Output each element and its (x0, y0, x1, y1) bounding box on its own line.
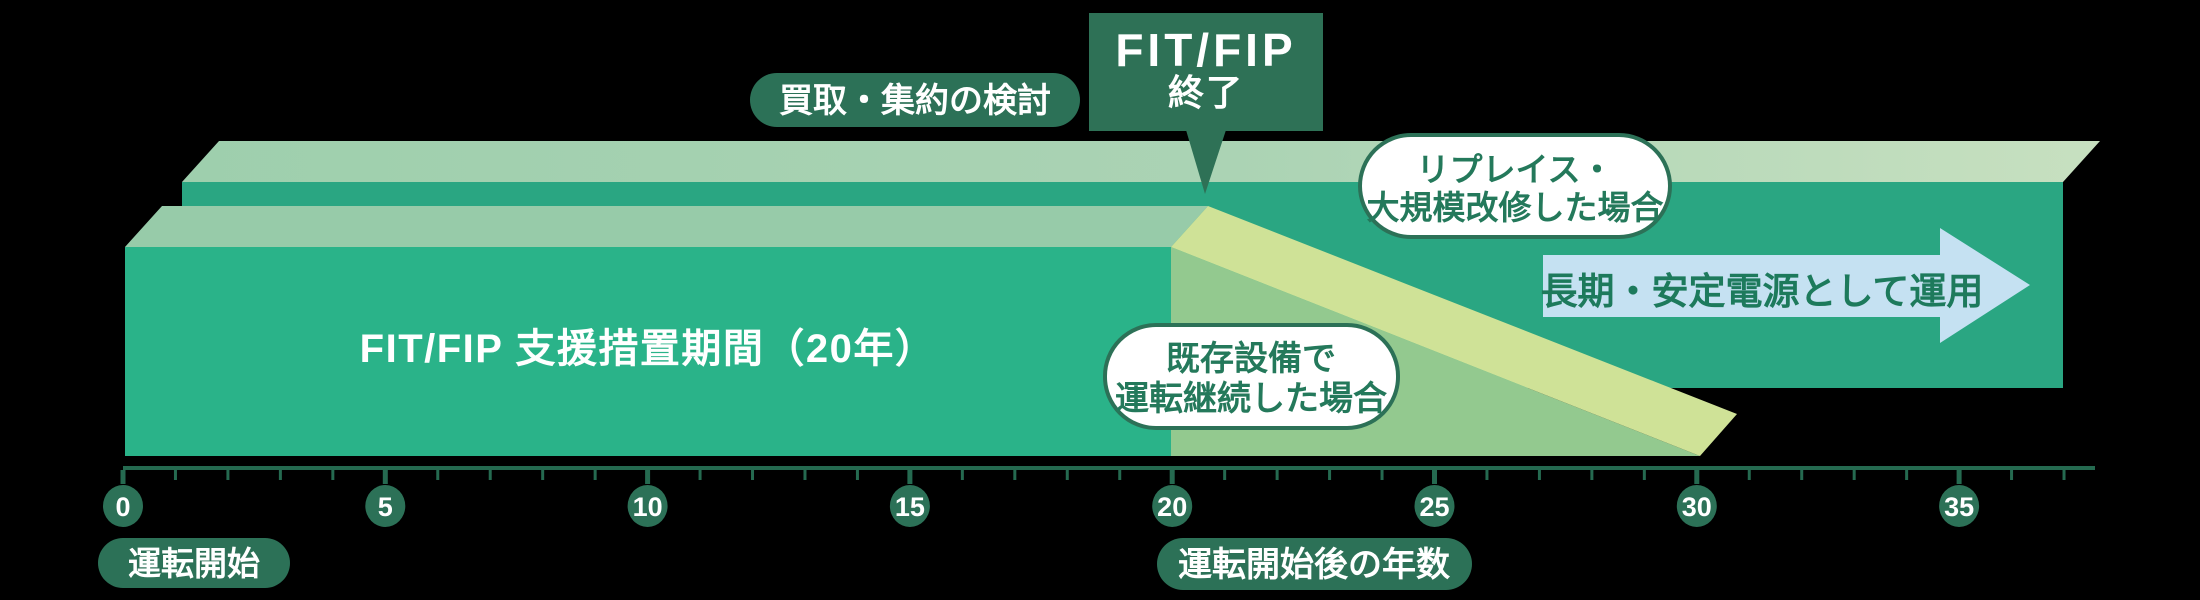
axis-year-bubble-35 (1939, 485, 1980, 527)
longterm-arrow (1543, 228, 2030, 343)
axis-year-label-10: 10 (633, 492, 663, 522)
fit-end-line2: 終了 (1168, 72, 1244, 113)
front-bar-front-face (125, 247, 1171, 456)
axis-year-bubble-20 (1152, 485, 1193, 527)
existing-pill-line1: 既存設備で (1166, 340, 1336, 378)
axis-year-bubble-25 (1414, 485, 1455, 527)
axis-pill (1157, 538, 1472, 590)
consider-pill (750, 73, 1080, 127)
start-pill-label: 運転開始 (128, 545, 260, 582)
support-bar-label: FIT/FIP 支援措置期間（20年） (360, 327, 937, 371)
axis-ticks (120, 470, 2066, 484)
fit-end-box (1089, 13, 1323, 131)
replace-pill-line2: 大規模改修した場合 (1367, 189, 1664, 226)
consider-pill-label: 買取・集約の検討 (779, 82, 1051, 120)
back-bar-top-face (182, 141, 2100, 182)
axis-pill-label: 運転開始後の年数 (1178, 546, 1450, 584)
axis-year-label-30: 30 (1682, 492, 1712, 522)
replace-pill (1358, 133, 1672, 239)
axis-year-label-25: 25 (1419, 492, 1449, 522)
replace-pill-line1: リプレイス・ (1416, 151, 1613, 188)
existing-pill (1103, 323, 1400, 430)
axis-year-bubble-5 (365, 485, 406, 527)
axis-year-bubble-30 (1676, 485, 1717, 527)
axis-year-label-15: 15 (895, 492, 925, 522)
axis-year-label-5: 5 (378, 492, 393, 522)
fit-end-pointer (1186, 130, 1226, 194)
axis-year-label-0: 0 (115, 492, 130, 522)
axis-year-bubble-10 (627, 485, 668, 527)
fit-end-line1: FIT/FIP (1115, 24, 1296, 76)
wedge-top-face (1171, 206, 1737, 456)
axis-year-bubble-15 (889, 485, 930, 527)
axis-year-bubble-0 (103, 485, 143, 527)
axis-year-label-20: 20 (1157, 492, 1187, 522)
axis-labels: 0 5 10 15 20 25 30 35 (103, 485, 1980, 527)
axis-year-label-35: 35 (1944, 492, 1974, 522)
front-bar-top-face (125, 206, 1208, 247)
longterm-arrow-label: 長期・安定電源として運用 (1541, 271, 1984, 312)
start-pill (98, 538, 290, 588)
existing-pill-line2: 運転継続した場合 (1115, 380, 1387, 418)
